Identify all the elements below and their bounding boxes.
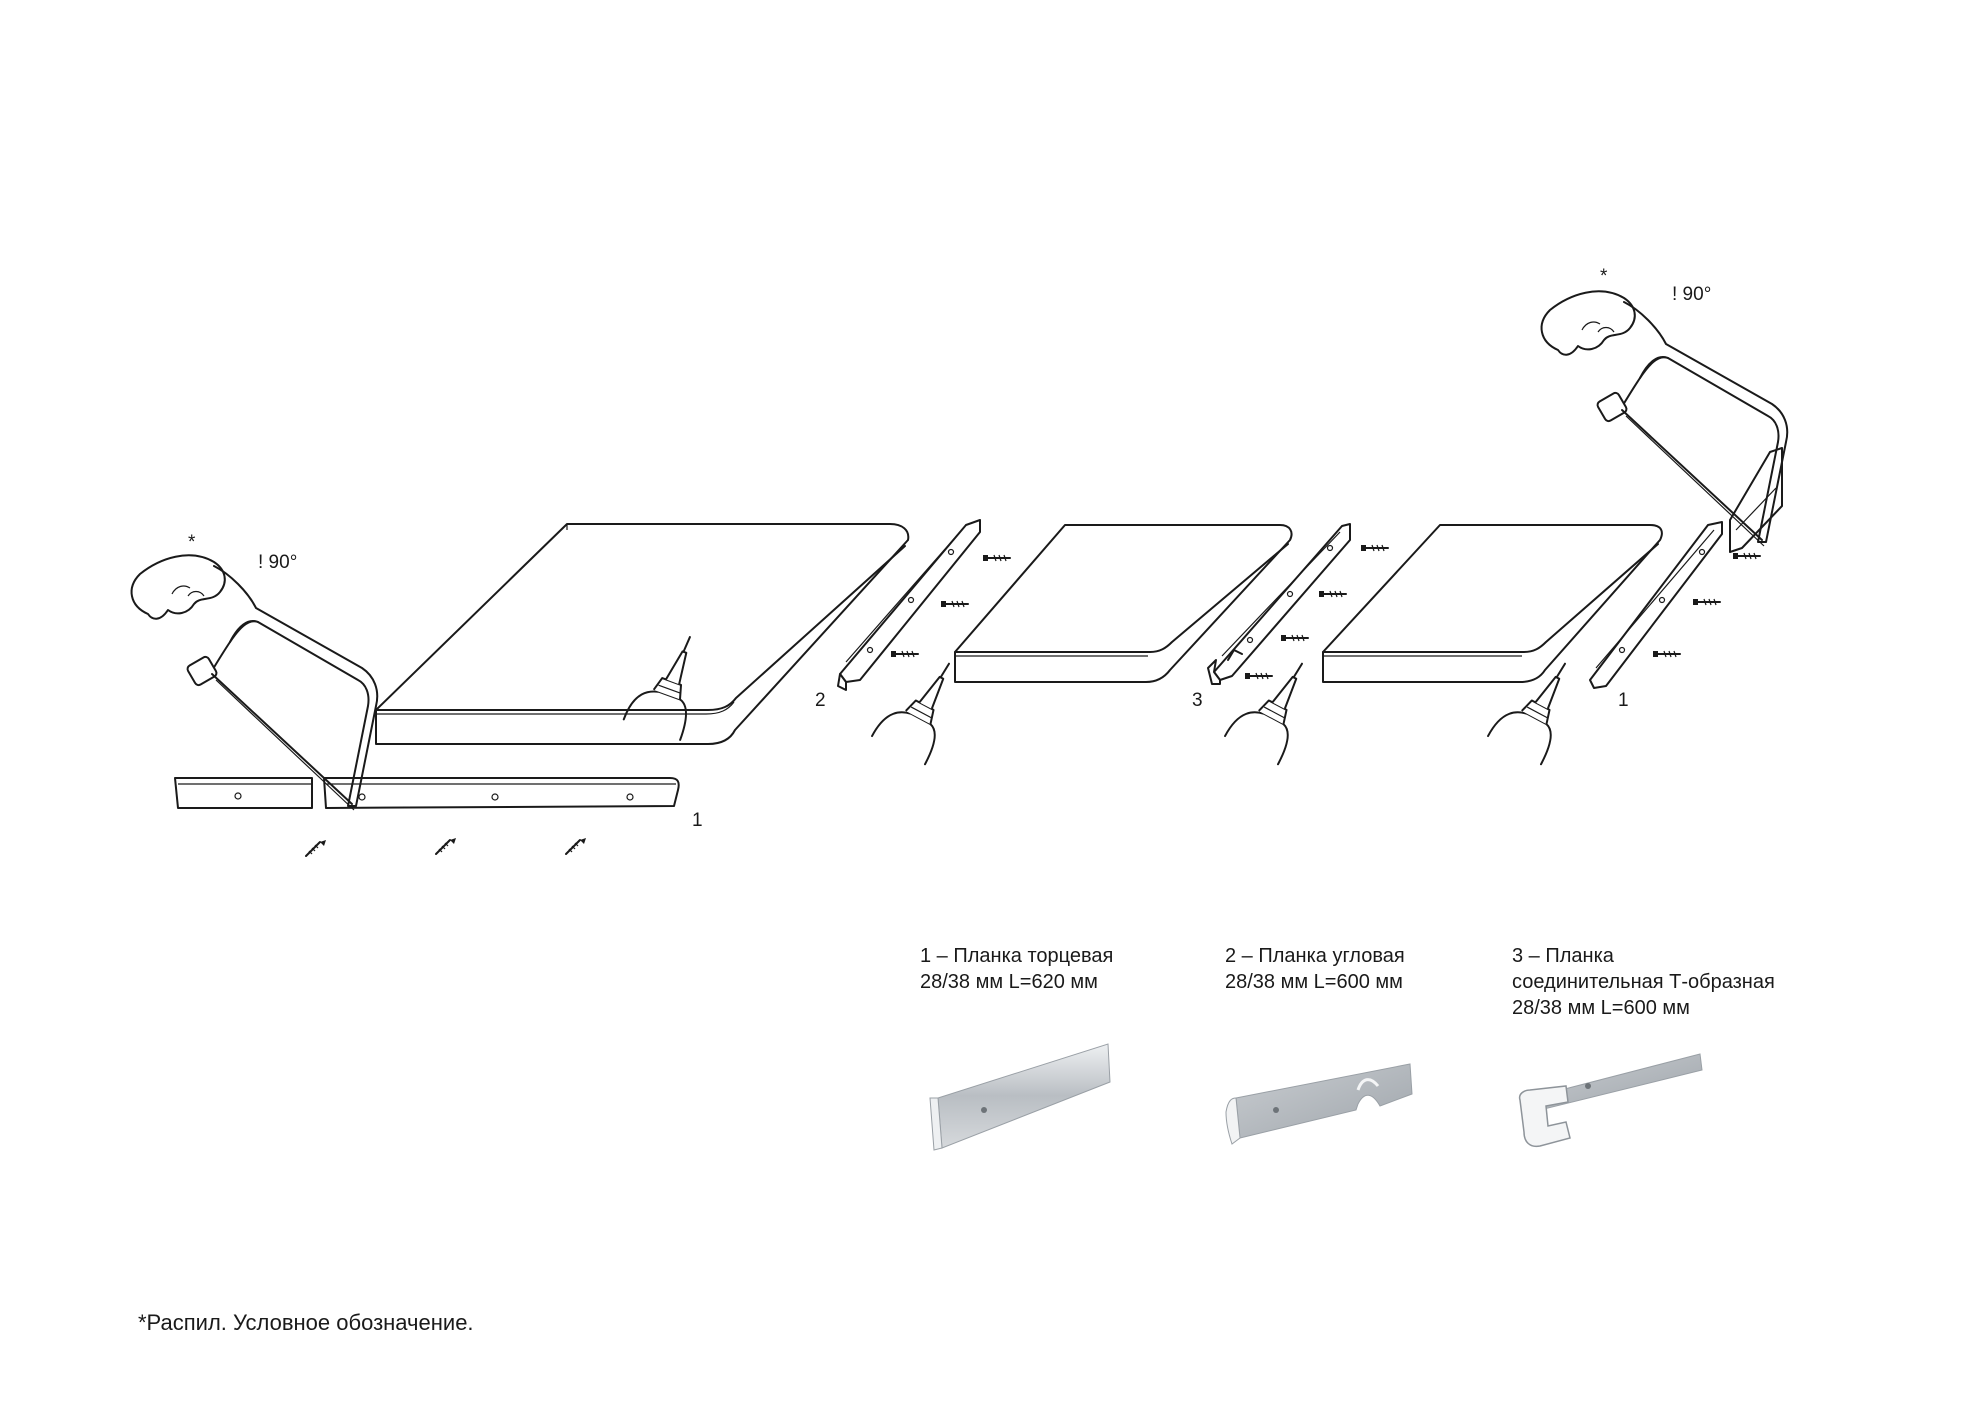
end-strip-right	[1589, 521, 1723, 689]
saw-angle-right: ! 90°	[1672, 284, 1711, 305]
photo-corner-strip	[1225, 1063, 1413, 1145]
callout-1-left: 1	[692, 810, 703, 831]
footnote: *Распил. Условное обозначение.	[138, 1310, 474, 1335]
screw-icon	[1318, 590, 1347, 598]
screw-icon	[890, 650, 919, 658]
callout-2: 2	[815, 690, 826, 711]
screw-icon	[435, 837, 457, 855]
saw-angle-left: ! 90°	[258, 552, 297, 573]
screw-icon	[982, 554, 1011, 562]
screw-icon	[1244, 672, 1273, 680]
callout-1-right: 1	[1618, 690, 1629, 711]
screw-icon	[940, 600, 969, 608]
saw-star-right: *	[1600, 266, 1608, 287]
svg-text:3 – Планка: 3 – Планка	[1512, 945, 1615, 967]
corner-strip	[837, 519, 981, 691]
svg-text:28/38 мм L=600 мм: 28/38 мм L=600 мм	[1512, 997, 1690, 1019]
large-countertop	[375, 523, 910, 745]
svg-text:28/38 мм L=620 мм: 28/38 мм L=620 мм	[920, 971, 1098, 993]
photo-t-strip	[1518, 1053, 1703, 1148]
saw-star-left: *	[188, 532, 196, 553]
screw-icon	[1652, 650, 1681, 658]
screw-icon	[1360, 544, 1389, 552]
middle-countertop	[954, 524, 1293, 683]
screw-icon	[1692, 598, 1721, 606]
saw-icon-left	[130, 554, 379, 811]
end-strip-bottom	[174, 777, 680, 809]
screw-icon	[1732, 552, 1761, 560]
svg-text:1 – Планка торцевая: 1 – Планка торцевая	[920, 945, 1113, 967]
screw-icon	[1280, 634, 1309, 642]
callout-3: 3	[1192, 690, 1203, 711]
svg-text:соединительная Т-образная: соединительная Т-образная	[1512, 971, 1775, 993]
caption-corner-strip: 2 – Планка угловая 28/38 мм L=600 мм	[1225, 945, 1405, 993]
caption-end-strip: 1 – Планка торцевая 28/38 мм L=620 мм	[920, 945, 1113, 993]
screw-icon	[565, 837, 587, 855]
screw-icon	[305, 839, 327, 857]
photo-end-strip	[929, 1043, 1111, 1151]
t-joint-strip	[1207, 523, 1351, 685]
svg-text:28/38 мм L=600 мм: 28/38 мм L=600 мм	[1225, 971, 1403, 993]
svg-text:2 – Планка угловая: 2 – Планка угловая	[1225, 945, 1405, 967]
caption-t-strip: 3 – Планка соединительная Т-образная 28/…	[1512, 945, 1775, 1019]
right-countertop	[1322, 524, 1663, 683]
